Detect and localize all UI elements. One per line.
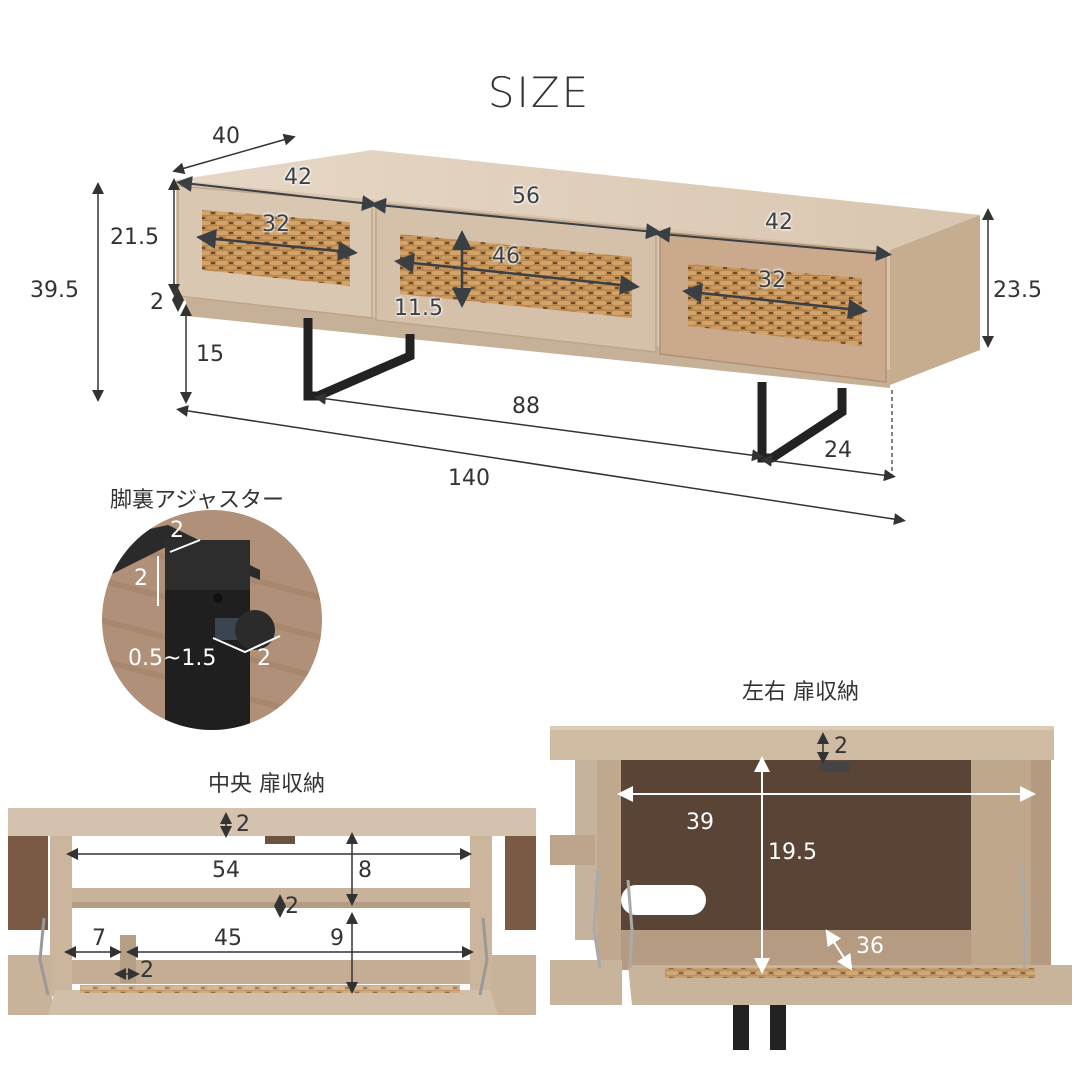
dim-center-lower-height: 9 xyxy=(330,926,344,951)
adjuster-closeup xyxy=(102,510,322,730)
dim-leg-span: 88 xyxy=(512,394,540,419)
dim-cabinet-height: 21.5 xyxy=(110,225,159,250)
dim-side-inner-width: 39 xyxy=(686,810,714,835)
side-storage-label: 左右 扉収納 xyxy=(742,680,859,705)
dim-center-rattan-width: 46 xyxy=(492,244,520,269)
dim-center-upper-height: 8 xyxy=(358,858,372,883)
adjuster-label: 脚裏アジャスター xyxy=(110,488,285,513)
dim-total-height: 39.5 xyxy=(30,278,79,303)
dim-center-top-thickness: 2 xyxy=(236,812,250,837)
dim-center-lower-gap: 7 xyxy=(92,926,106,951)
center-storage-label: 中央 扉収納 xyxy=(208,772,325,797)
dim-side-height: 23.5 xyxy=(993,278,1042,303)
dim-center-shelf-thickness: 2 xyxy=(285,894,299,919)
dim-adjuster-foot: 2 xyxy=(257,646,271,671)
center-storage-illustration xyxy=(8,808,536,1015)
dim-adjuster-side-height: 2 xyxy=(134,566,148,591)
dim-depth: 40 xyxy=(212,124,240,149)
dim-center-drawer-width: 56 xyxy=(512,184,540,209)
dim-gap-height: 2 xyxy=(150,290,164,315)
dim-leg-height: 15 xyxy=(196,342,224,367)
dim-rattan-height: 11.5 xyxy=(394,296,443,321)
dim-total-width: 140 xyxy=(448,466,490,491)
side-storage-illustration xyxy=(550,726,1072,1050)
dim-center-inner-width: 54 xyxy=(212,858,240,883)
dim-leg-offset: 24 xyxy=(824,438,852,463)
dim-side-inner-height: 19.5 xyxy=(768,840,817,865)
dim-left-rattan-width: 32 xyxy=(262,212,290,237)
dim-side-top-thickness: 2 xyxy=(834,734,848,759)
page-title: SIZE xyxy=(487,68,591,117)
dim-center-divider: 2 xyxy=(140,958,154,983)
dim-adjuster-range: 0.5~1.5 xyxy=(128,646,217,671)
dim-right-drawer-width: 42 xyxy=(765,210,793,235)
dim-left-drawer-width: 42 xyxy=(284,165,312,190)
dim-adjuster-top-width: 2 xyxy=(170,518,184,543)
dim-right-rattan-width: 32 xyxy=(758,268,786,293)
dim-center-lower-width: 45 xyxy=(214,926,242,951)
dim-side-inner-depth: 36 xyxy=(856,934,884,959)
